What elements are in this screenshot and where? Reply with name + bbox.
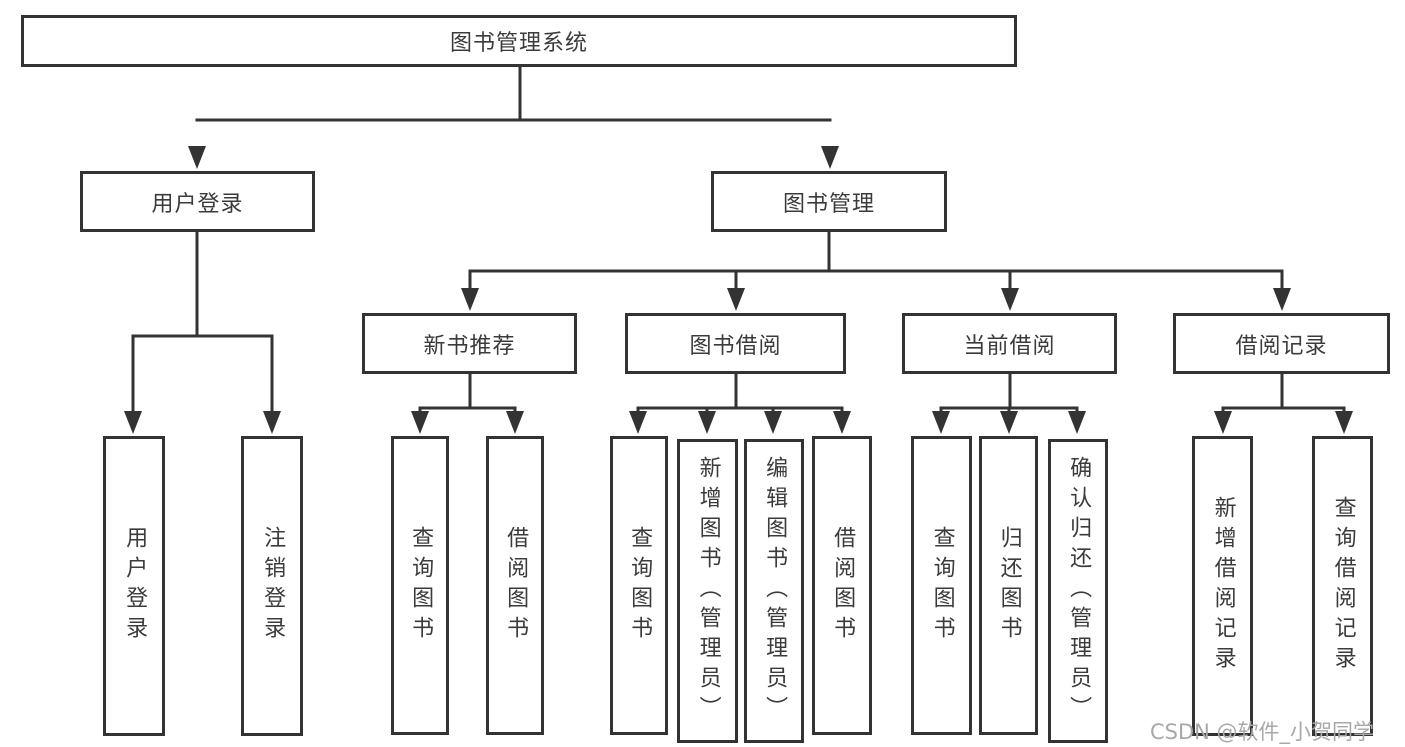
leaf-label: 查询图书 xyxy=(408,525,434,646)
arrow-down-icon xyxy=(932,411,950,434)
arrow-down-icon xyxy=(727,288,745,311)
node-borrow-records: 借阅记录 xyxy=(1173,313,1390,374)
leaf-borrow-books-recommend: 借阅图书 xyxy=(486,436,544,735)
leaf-label: 确认归还（管理员） xyxy=(1066,456,1092,726)
node-book-management: 图书管理 xyxy=(711,171,947,232)
arrow-down-icon xyxy=(506,411,524,434)
leaf-return-books: 归还图书 xyxy=(979,436,1038,735)
leaf-label: 编辑图书（管理员） xyxy=(762,456,788,726)
csdn-watermark: CSDN @软件_小贺同学 xyxy=(1150,720,1375,744)
leaf-query-books-current: 查询图书 xyxy=(911,436,972,735)
arrow-down-icon xyxy=(263,411,281,434)
connector-book-management-children xyxy=(468,230,1284,292)
arrow-down-icon xyxy=(1335,411,1353,434)
arrow-down-icon xyxy=(1214,411,1232,434)
leaf-label: 用户登录 xyxy=(122,526,148,646)
leaf-borrow-books: 借阅图书 xyxy=(812,436,872,735)
connector-current-borrow-children xyxy=(939,373,1079,415)
arrow-down-icon xyxy=(764,411,782,434)
leaf-add-books-admin: 新增图书（管理员） xyxy=(677,439,738,743)
arrow-down-icon xyxy=(698,411,716,434)
connector-user-login-children xyxy=(131,230,274,415)
connector-new-book-children xyxy=(418,373,517,415)
arrow-down-icon xyxy=(821,146,839,169)
leaf-label: 借阅图书 xyxy=(503,525,529,646)
node-root-library-system: 图书管理系统 xyxy=(21,15,1017,67)
leaf-label: 新增借阅记录 xyxy=(1210,496,1236,676)
leaf-label: 查询图书 xyxy=(929,525,955,646)
node-user-login: 用户登录 xyxy=(80,171,315,232)
leaf-query-borrow-record: 查询借阅记录 xyxy=(1312,436,1373,736)
connector-book-borrow-children xyxy=(636,373,844,415)
arrow-down-icon xyxy=(1000,411,1018,434)
arrow-down-icon xyxy=(461,288,479,311)
leaf-label: 新增图书（管理员） xyxy=(695,456,721,726)
leaf-query-books-recommend: 查询图书 xyxy=(391,436,449,735)
arrow-down-icon xyxy=(188,146,206,169)
leaf-label: 借阅图书 xyxy=(830,525,856,646)
arrow-down-icon xyxy=(1001,288,1019,311)
leaf-add-borrow-record: 新增借阅记录 xyxy=(1192,436,1253,736)
leaf-label: 归还图书 xyxy=(996,525,1022,646)
connector-root-to-level2 xyxy=(195,64,832,122)
arrow-down-icon xyxy=(833,411,851,434)
node-current-borrow: 当前借阅 xyxy=(902,313,1117,374)
leaf-label: 查询图书 xyxy=(627,525,653,646)
arrowheads xyxy=(124,146,1353,434)
leaf-logout: 注销登录 xyxy=(241,436,303,736)
arrow-down-icon xyxy=(629,411,647,434)
arrow-down-icon xyxy=(411,411,429,434)
arrow-down-icon xyxy=(1273,288,1291,311)
leaf-query-books-borrow: 查询图书 xyxy=(610,436,668,735)
arrow-down-icon xyxy=(124,411,142,434)
leaf-label: 注销登录 xyxy=(260,526,286,646)
leaf-confirm-return-admin: 确认归还（管理员） xyxy=(1048,439,1108,743)
leaf-edit-books-admin: 编辑图书（管理员） xyxy=(744,439,804,743)
arrow-down-icon xyxy=(1068,411,1086,434)
node-book-borrow: 图书借阅 xyxy=(625,313,846,374)
node-new-book-recommend: 新书推荐 xyxy=(362,313,577,374)
leaf-label: 查询借阅记录 xyxy=(1330,496,1356,676)
leaf-user-login: 用户登录 xyxy=(103,436,165,736)
connector-borrow-records-children xyxy=(1221,373,1346,415)
